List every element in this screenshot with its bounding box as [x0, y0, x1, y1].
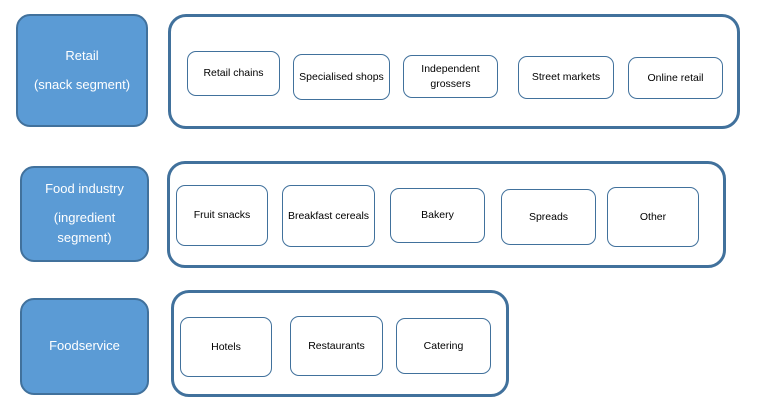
- node-bakery: Bakery: [390, 188, 485, 243]
- node-other: Other: [607, 187, 699, 247]
- segment-foodservice: Foodservice: [20, 298, 149, 395]
- group-foodservice: Hotels Restaurants Catering: [171, 290, 509, 397]
- segment-food-industry-subtitle: (ingredient segment): [53, 209, 116, 246]
- node-street-markets: Street markets: [518, 56, 614, 99]
- group-retail: Retail chains Specialised shops Independ…: [168, 14, 740, 129]
- node-specialised-shops: Specialised shops: [293, 54, 390, 100]
- segment-food-industry-title: Food industry: [45, 180, 124, 196]
- node-breakfast-cereals: Breakfast cereals: [282, 185, 375, 247]
- segment-retail: Retail (snack segment): [16, 14, 148, 127]
- segment-foodservice-title: Foodservice: [49, 338, 120, 354]
- node-independent-grossers: Independent grossers: [403, 55, 498, 98]
- segment-food-industry: Food industry (ingredient segment): [20, 166, 149, 262]
- segment-retail-subtitle: (snack segment): [33, 76, 131, 92]
- node-spreads: Spreads: [501, 189, 596, 245]
- node-retail-chains: Retail chains: [187, 51, 280, 96]
- node-restaurants: Restaurants: [290, 316, 383, 376]
- segment-retail-title: Retail: [65, 47, 99, 63]
- node-fruit-snacks: Fruit snacks: [176, 185, 268, 246]
- node-online-retail: Online retail: [628, 57, 723, 99]
- group-food-industry: Fruit snacks Breakfast cereals Bakery Sp…: [167, 161, 726, 268]
- node-hotels: Hotels: [180, 317, 272, 377]
- node-catering: Catering: [396, 318, 491, 374]
